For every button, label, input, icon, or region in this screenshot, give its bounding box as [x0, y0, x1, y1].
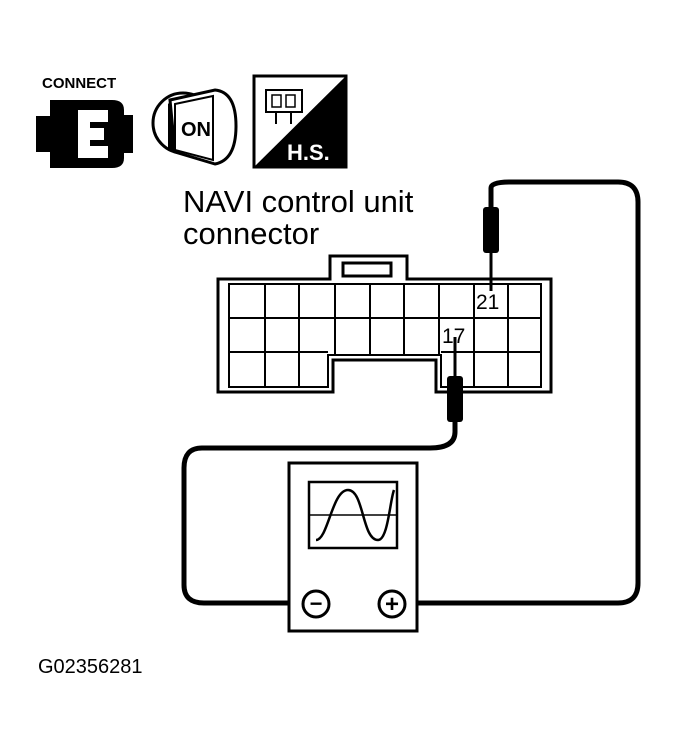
probe-terminal-17 [447, 337, 463, 422]
harness-hs-icon: H.S. [252, 74, 348, 169]
test-leads [181, 179, 641, 606]
negative-terminal-symbol: − [310, 591, 323, 616]
connect-label: CONNECT [42, 75, 116, 92]
probe-terminal-21 [483, 207, 499, 291]
oscilloscope: − + [287, 461, 419, 633]
ignition-on-icon: ON [151, 88, 238, 166]
positive-terminal-symbol: + [385, 591, 399, 618]
terminal-21-label: 21 [476, 291, 499, 314]
connector-title-line2: connector [183, 216, 319, 251]
navi-connector: 21 17 [216, 254, 553, 394]
positive-terminal [377, 589, 407, 619]
connector-title-line1: NAVI control unit [183, 184, 414, 219]
terminal-17-label: 17 [442, 325, 465, 348]
connect-icon: CONNECT [36, 75, 133, 168]
negative-terminal [301, 589, 331, 619]
sine-waveform [315, 488, 396, 542]
harness-hs-label: H.S. [287, 140, 330, 165]
figure-code: G02356281 [38, 656, 143, 678]
ignition-on-label: ON [181, 119, 211, 141]
